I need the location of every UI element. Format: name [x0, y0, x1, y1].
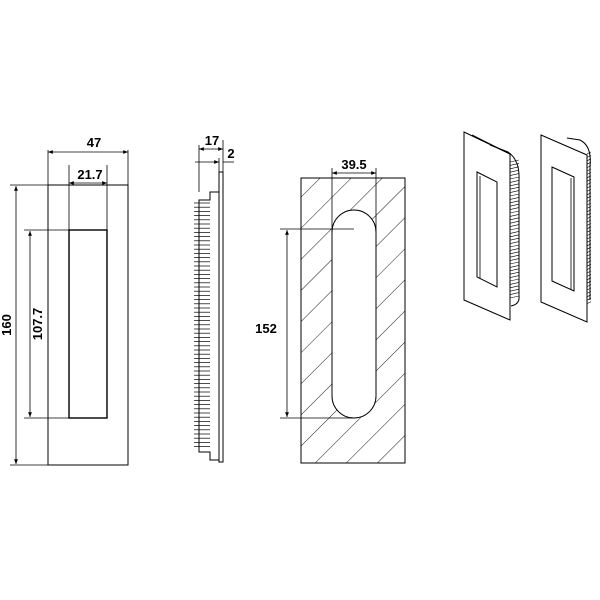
cutout-view: 39.5 152	[255, 157, 406, 464]
panel-outline	[300, 177, 406, 464]
persp-left-ribs	[509, 159, 520, 299]
persp-left-recess	[476, 171, 498, 288]
dim-flange-label: 2	[227, 146, 234, 161]
persp-left-plate	[463, 131, 511, 321]
dim-cutout-height-label: 152	[255, 321, 277, 336]
dim-recess-width-label: 21.7	[77, 167, 102, 182]
dim-height-label: 160	[0, 314, 14, 336]
dim-recess-height-label: 107.7	[30, 308, 45, 341]
perspective-view-left	[463, 131, 520, 321]
dim-width: 47	[47, 135, 129, 185]
dim-recess-width: 21.7	[68, 165, 108, 230]
front-view: 47 21.7 160 107.7	[0, 135, 129, 466]
side-view: 17 2	[194, 133, 235, 463]
cutout-slot	[331, 209, 377, 419]
dim-depth-label: 17	[205, 133, 219, 148]
side-flange	[218, 171, 224, 463]
dim-flange: 2	[195, 146, 235, 172]
dim-cutout-width-label: 39.5	[341, 157, 366, 172]
side-body	[198, 191, 219, 461]
handle-recess	[68, 229, 108, 419]
perspective-view-right	[540, 134, 592, 323]
persp-right-plate	[540, 134, 588, 323]
dim-depth: 17	[198, 133, 224, 192]
persp-right-ribs	[586, 151, 592, 304]
persp-right-recess	[551, 166, 575, 292]
dim-width-label: 47	[87, 135, 101, 150]
persp-left-body	[489, 144, 520, 307]
handle-plate	[47, 184, 129, 466]
dim-height: 160	[0, 184, 48, 466]
dim-recess-height: 107.7	[24, 229, 69, 419]
dim-cutout-width: 39.5	[331, 157, 377, 232]
hatched-panel	[301, 178, 405, 463]
dim-cutout-height: 152	[255, 228, 354, 419]
side-ribs	[194, 202, 210, 447]
